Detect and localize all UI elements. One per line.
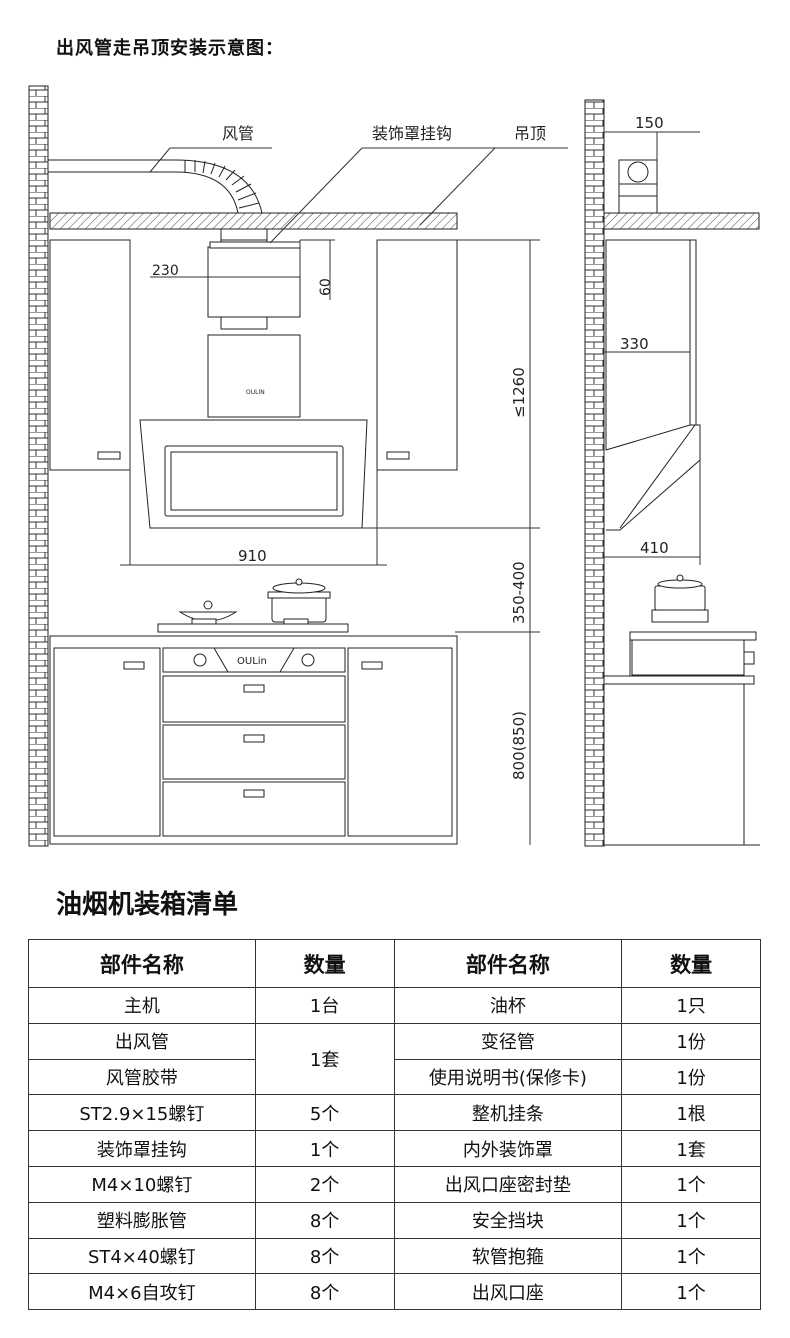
dim-410: 410 [640, 539, 669, 557]
header-part-name: 部件名称 [393, 939, 623, 988]
side-ceiling-slab [603, 212, 760, 230]
ceiling-slab [49, 212, 458, 230]
part-name: 内外装饰罩 [393, 1130, 623, 1167]
part-qty: 8个 [254, 1237, 395, 1275]
part-name: 出风口座密封垫 [393, 1165, 623, 1203]
part-name: 装饰罩挂钩 [28, 1130, 256, 1167]
part-name: 油杯 [393, 987, 623, 1024]
label-ceiling: 吊顶 [514, 124, 546, 143]
side-dimension-lines [604, 131, 701, 565]
dim-60: 60 [318, 278, 334, 296]
dim-800-850: 800(850) [510, 711, 528, 780]
table-row: ST4×40螺钉 8个 软管抱箍 1个 [28, 1237, 761, 1275]
part-qty: 1根 [621, 1094, 761, 1132]
dim-350-400: 350-400 [510, 561, 528, 624]
part-qty: 1份 [621, 1058, 761, 1096]
part-qty: 1个 [621, 1237, 761, 1275]
left-brick-wall [28, 85, 49, 847]
part-qty: 5个 [254, 1094, 395, 1132]
table-row: M4×10螺钉 2个 出风口座密封垫 1个 [28, 1165, 761, 1203]
part-qty: 1个 [621, 1201, 761, 1239]
side-duct [618, 159, 658, 214]
part-qty: 8个 [254, 1273, 395, 1311]
part-qty: 2个 [254, 1165, 395, 1203]
side-counter [603, 574, 760, 846]
dim-150: 150 [635, 114, 664, 132]
header-quantity: 数量 [621, 939, 761, 988]
table-title: 油烟机装箱清单 [56, 890, 239, 920]
cover-hook-bracket [209, 241, 301, 249]
part-name: ST2.9×15螺钉 [28, 1094, 256, 1132]
part-name: 安全挡块 [393, 1201, 623, 1239]
range-hood [139, 246, 368, 529]
table-row: 装饰罩挂钩 1个 内外装饰罩 1套 [28, 1130, 761, 1167]
dimension-lines [120, 239, 540, 845]
part-name: 塑料膨胀管 [28, 1201, 256, 1239]
table-row: ST2.9×15螺钉 5个 整机挂条 1根 [28, 1094, 761, 1132]
part-name: 出风口座 [393, 1273, 623, 1311]
part-qty: 1台 [254, 987, 395, 1024]
upper-cabinet-left [49, 239, 131, 471]
dim-910: 910 [238, 547, 267, 565]
packing-list-table: 部件名称 数量 部件名称 数量 主机 1台 油杯 1只 出风管 1套 变径管 1… [28, 939, 761, 1311]
hood-brand: OULIN [246, 389, 265, 396]
part-qty: 1套 [621, 1130, 761, 1167]
part-name: 风管胶带 [28, 1058, 256, 1096]
side-hood [605, 239, 701, 531]
part-name: 主机 [28, 987, 256, 1024]
dim-330: 330 [620, 335, 649, 353]
upper-cabinet-left-handle [97, 451, 121, 460]
table-row: 塑料膨胀管 8个 安全挡块 1个 [28, 1201, 761, 1239]
part-name: 变径管 [393, 1022, 623, 1060]
leader-lines [149, 147, 568, 244]
part-qty: 1个 [621, 1165, 761, 1203]
base-cabinets [49, 635, 458, 845]
dim-1260: ≤1260 [510, 367, 528, 418]
part-name: M4×10螺钉 [28, 1165, 256, 1203]
part-qty: 1套 [254, 1022, 395, 1096]
part-name: 出风管 [28, 1022, 256, 1060]
table-header-row: 部件名称 数量 部件名称 数量 [28, 939, 761, 988]
part-name: ST4×40螺钉 [28, 1237, 256, 1275]
part-qty: 1只 [621, 987, 761, 1024]
installation-diagram: OULIN 风管 装饰罩挂钩 吊顶 230 60 ≤1260 910 350-4… [28, 85, 760, 847]
stove-and-pots [157, 578, 349, 633]
part-name: 整机挂条 [393, 1094, 623, 1132]
header-quantity: 数量 [254, 939, 395, 988]
part-name: 使用说明书(保修卡) [393, 1058, 623, 1096]
upper-cabinet-right [376, 239, 458, 471]
dim-230: 230 [152, 263, 179, 279]
part-qty: 1个 [621, 1273, 761, 1311]
label-cover-hook: 装饰罩挂钩 [372, 124, 452, 143]
table-row: 主机 1台 油杯 1只 [28, 987, 761, 1024]
upper-cabinet-right-handle [386, 451, 410, 460]
part-qty: 1份 [621, 1022, 761, 1060]
stove-brand: OULin [237, 656, 267, 667]
diagram-title: 出风管走吊顶安装示意图： [56, 38, 284, 59]
table-row: 出风管 1套 变径管 1份 [28, 1022, 761, 1096]
table-row: M4×6自攻钉 8个 出风口座 1个 [28, 1273, 761, 1311]
right-brick-wall [584, 99, 605, 847]
part-qty: 1个 [254, 1130, 395, 1167]
part-name: 软管抱箍 [393, 1237, 623, 1275]
part-name: M4×6自攻钉 [28, 1273, 256, 1311]
header-part-name: 部件名称 [28, 939, 256, 988]
label-duct: 风管 [222, 124, 254, 143]
table-row: 风管胶带 使用说明书(保修卡) 1份 [28, 1058, 761, 1096]
part-qty: 8个 [254, 1201, 395, 1239]
